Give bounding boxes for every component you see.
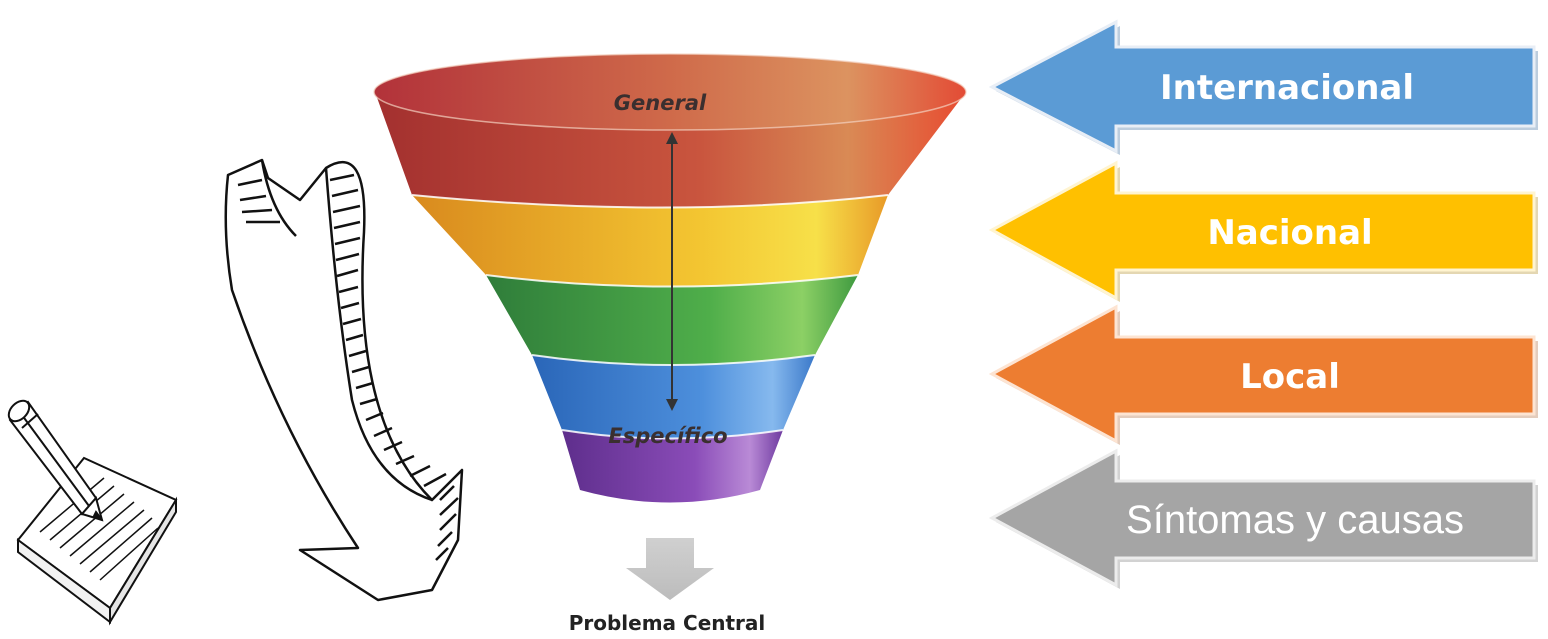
funnel-band-yellow xyxy=(412,195,888,287)
gray-down-arrow-icon xyxy=(626,538,714,600)
level-arrow-internacional: Internacional xyxy=(988,19,1538,155)
funnel: General Específico xyxy=(373,53,967,503)
level-arrow-sintomas: Síntomas y causas xyxy=(988,448,1538,589)
funnel-band-purple xyxy=(562,430,783,503)
funnel-mouth xyxy=(374,54,966,130)
level-label-internacional: Internacional xyxy=(1160,68,1414,108)
funnel-top-label: General xyxy=(614,91,707,115)
funnel-bottom-label: Específico xyxy=(608,424,727,448)
level-label-local: Local xyxy=(1240,357,1340,397)
pencil-notepad-icon xyxy=(7,399,178,626)
sketched-curved-arrow-icon xyxy=(224,158,464,602)
level-arrow-local: Local xyxy=(988,304,1538,445)
level-label-sintomas: Síntomas y causas xyxy=(1126,498,1464,542)
level-arrow-nacional: Nacional xyxy=(988,160,1538,302)
result-label: Problema Central xyxy=(569,611,766,635)
level-label-nacional: Nacional xyxy=(1207,213,1372,253)
